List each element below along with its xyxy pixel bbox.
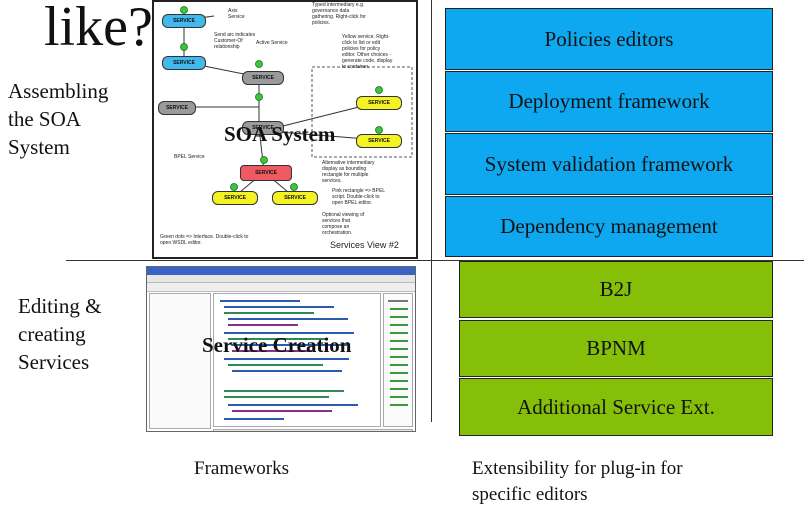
framework-box-dependency-management: Dependency management xyxy=(445,196,773,257)
framework-box-deployment-framework: Deployment framework xyxy=(445,71,773,132)
service-node-client[interactable]: SERVICE xyxy=(162,56,206,70)
label-assembling-soa-system: Assembling the SOA System xyxy=(8,79,109,159)
service-node-orchestration-1[interactable]: SERVICE xyxy=(212,191,258,205)
plugin-box-b2j: B2J xyxy=(459,261,773,318)
note-active-service: Active Service xyxy=(256,40,288,46)
ide-menu-bar xyxy=(147,275,415,283)
service-node-active[interactable]: SERVICE xyxy=(242,71,284,85)
ide-toolbar xyxy=(147,283,415,292)
framework-box-policies-editors: Policies editors xyxy=(445,8,773,70)
ide-code-editor xyxy=(213,293,381,427)
note-alternative-intermediary: Alternative intermediary display as boun… xyxy=(322,160,375,184)
service-node-intermediary[interactable]: SERVICE xyxy=(242,121,284,135)
note-bpel-service: BPEL Service xyxy=(174,154,205,160)
soa-system-diagram-screenshot: SERVICE SERVICE SERVICE SERVICE SERVICE … xyxy=(152,0,418,259)
note-pink-rectangle: Pink rectangle => BPEL script. Double-cl… xyxy=(332,188,386,206)
note-yellow-service: Yellow service. Right- click to list or … xyxy=(342,34,393,70)
ide-problems-panel xyxy=(213,429,413,431)
framework-box-system-validation-framework: System validation framework xyxy=(445,133,773,195)
service-node-yellow-1[interactable]: SERVICE xyxy=(356,96,402,110)
note-send-arc: Send arc indicates Customer-Of relations… xyxy=(214,32,256,50)
service-node-bpel[interactable]: SERVICE xyxy=(240,165,292,181)
plugin-box-additional-service-ext: Additional Service Ext. xyxy=(459,378,773,436)
service-node-orchestration-2[interactable]: SERVICE xyxy=(272,191,318,205)
ide-outline-panel xyxy=(383,293,413,427)
ide-title-bar xyxy=(147,267,415,275)
service-creation-ide-screenshot xyxy=(146,266,416,432)
services-view-label: Services View #2 xyxy=(330,240,399,250)
soa-system-overlay-label: SOA System xyxy=(224,122,336,146)
note-optional-viewing: Optional viewing of services that compos… xyxy=(322,212,365,236)
slide-title-fragment: like? xyxy=(44,0,153,58)
note-green-dots: Green dots => Interface. Double-click to… xyxy=(160,234,249,246)
caption-frameworks: Frameworks xyxy=(194,458,289,479)
ide-package-explorer xyxy=(149,293,211,429)
service-creation-overlay-label: Service Creation xyxy=(202,333,352,357)
vertical-divider xyxy=(431,0,432,422)
caption-extensibility: Extensibility for plug-in for specific e… xyxy=(472,458,683,505)
horizontal-divider xyxy=(66,260,804,261)
service-node-yellow-2[interactable]: SERVICE xyxy=(356,134,402,148)
service-node-left[interactable]: SERVICE xyxy=(158,101,196,115)
label-editing-creating-services: Editing & creating Services xyxy=(18,294,102,374)
plugin-box-bpnm: BPNM xyxy=(459,320,773,377)
note-axis-service: Axis Service xyxy=(228,8,245,20)
note-typed-intermediary: Typed intermediary e.g. governance data … xyxy=(312,2,366,26)
service-node-axis[interactable]: SERVICE xyxy=(162,14,206,28)
